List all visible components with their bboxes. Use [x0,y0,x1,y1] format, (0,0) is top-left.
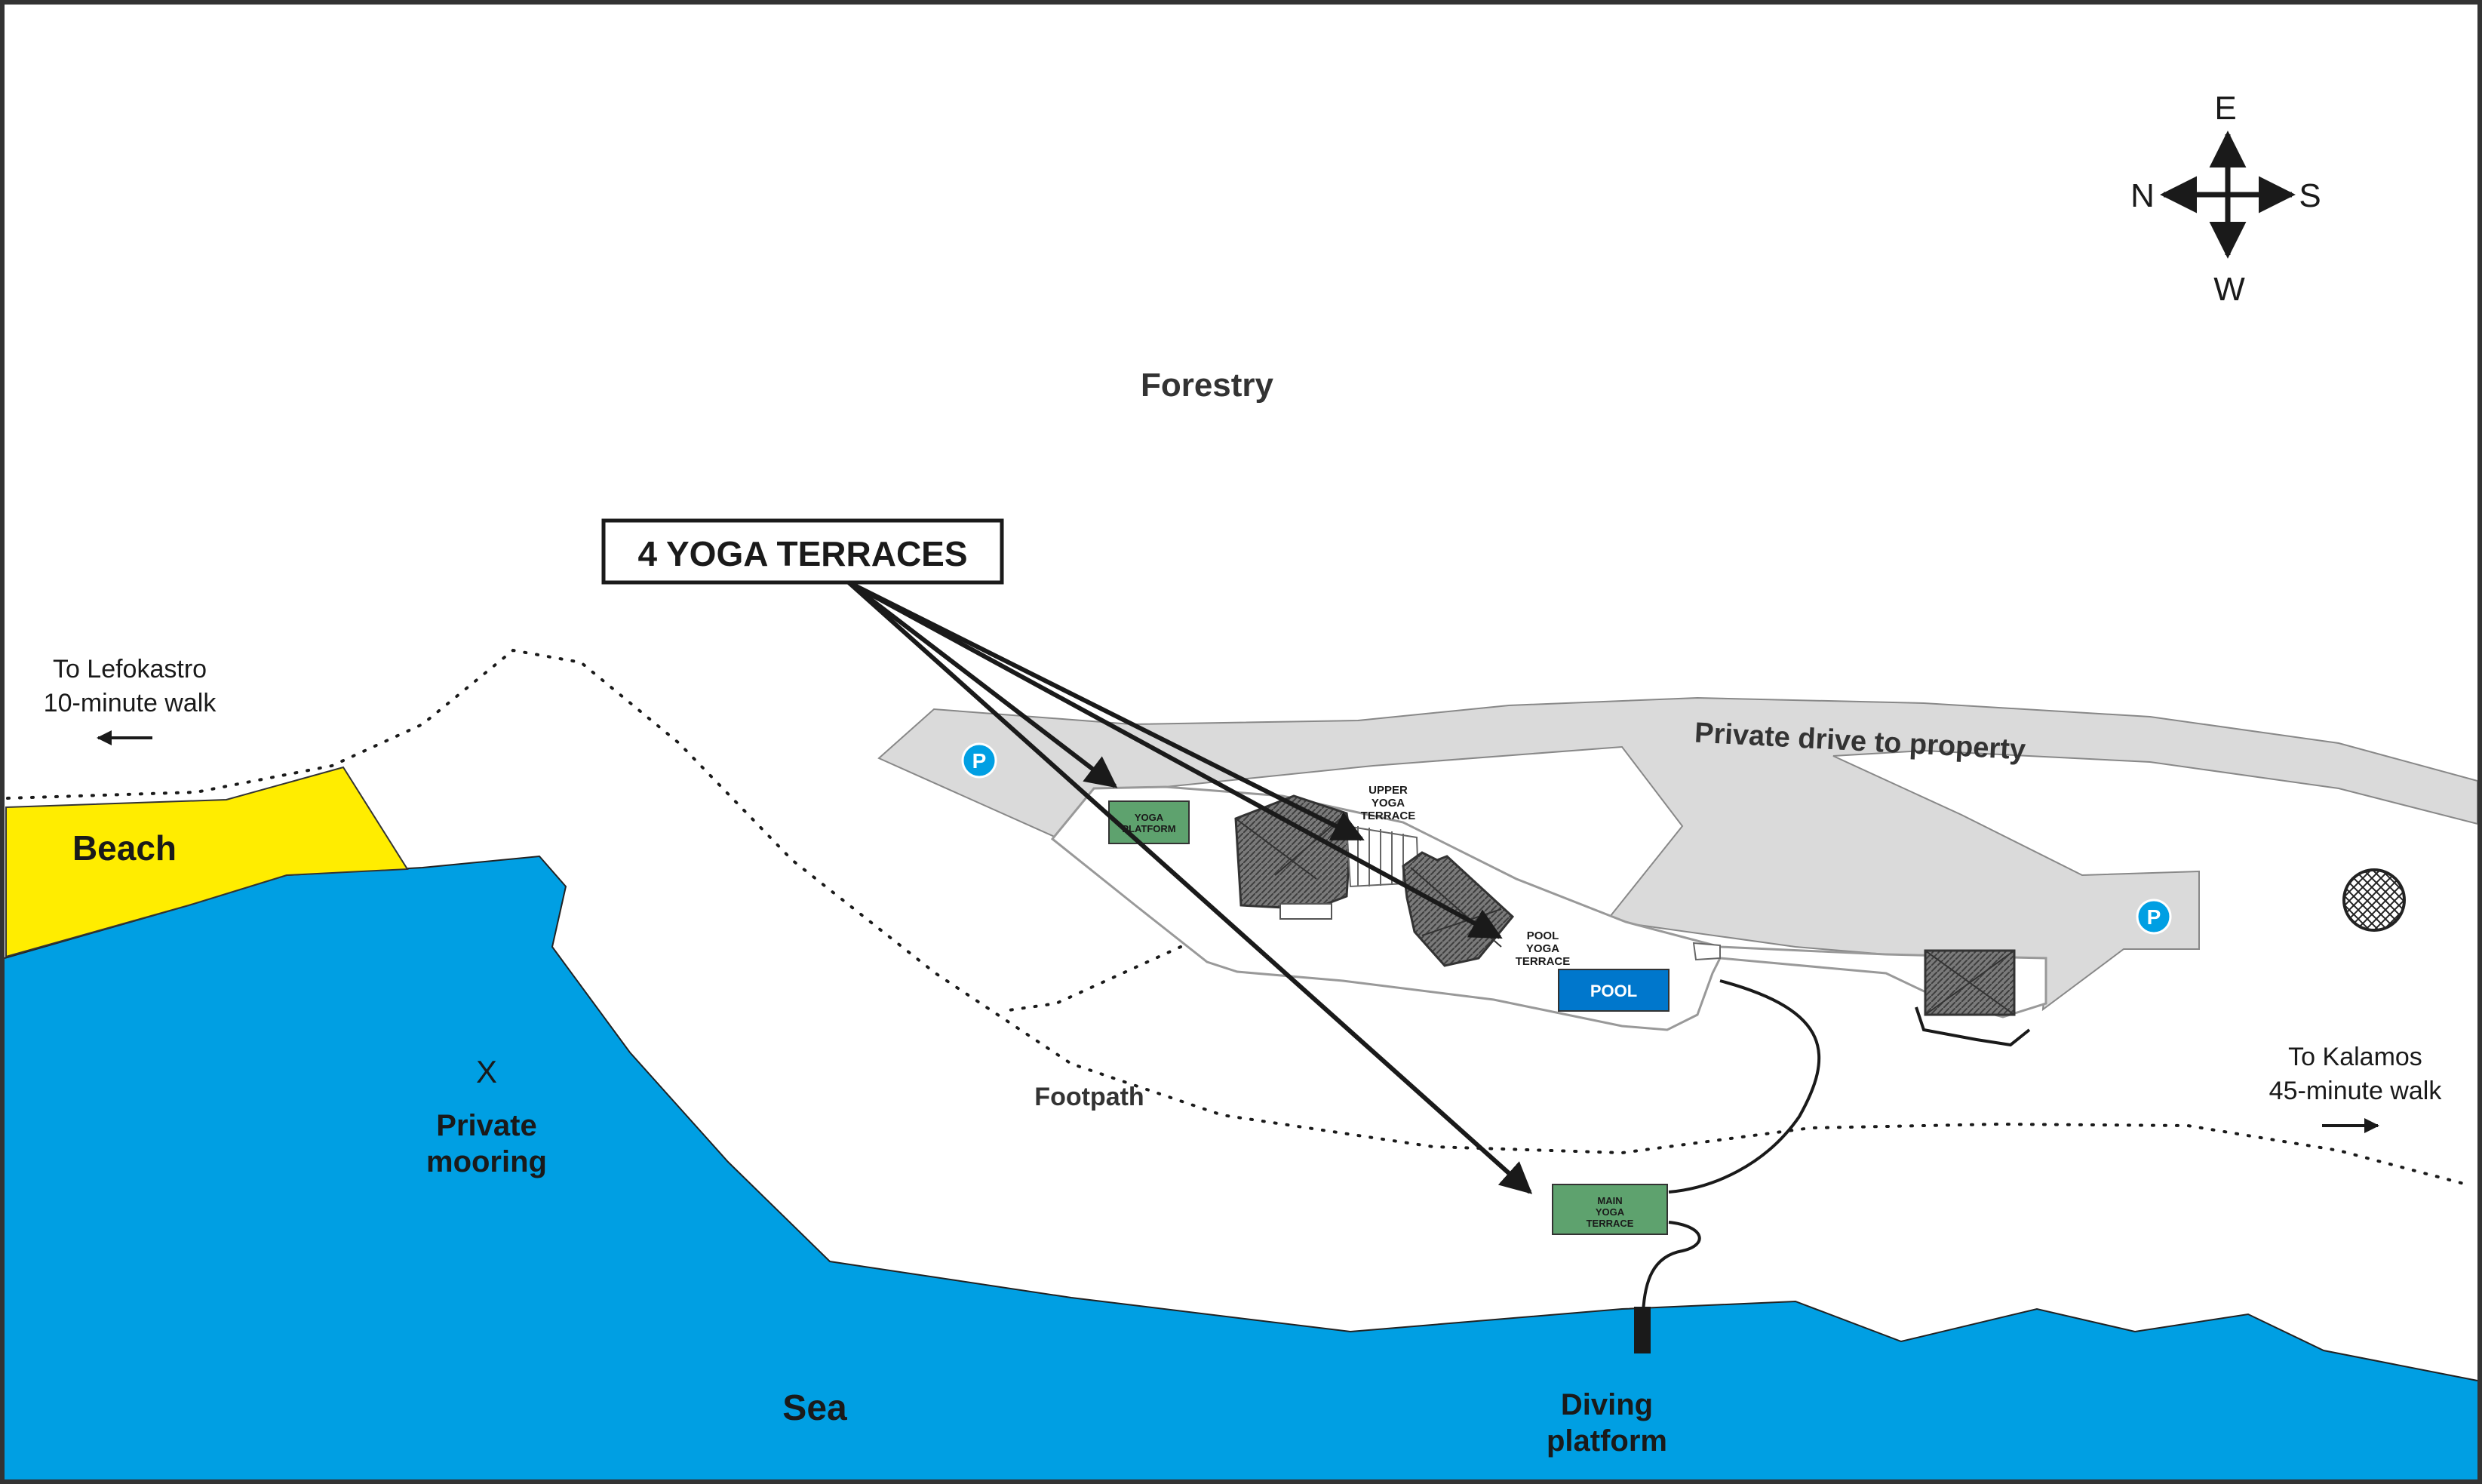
compass-south: S [2299,177,2321,214]
lefokastro-label-2: 10-minute walk [44,689,217,717]
pool-terrace-label-3: TERRACE [1516,955,1571,968]
footpath-lines [6,648,2468,1186]
mooring-label-2: mooring [426,1145,547,1178]
pool [1558,969,1670,1012]
kalamos-label-2: 45-minute walk [2269,1077,2443,1105]
callout-box [601,518,1004,585]
mooring-mark: X [476,1054,497,1089]
sea-area [5,856,2477,1479]
svg-text:P: P [972,749,987,773]
upper-terrace-label-3: TERRACE [1361,810,1416,822]
main-yoga-terrace [1552,1184,1668,1235]
upper-terrace-label-1: UPPER [1368,784,1408,797]
diving-platform [1634,1307,1651,1353]
compass-rose-icon [2160,131,2296,259]
cable-to-terrace [1668,979,1821,1194]
hatched-circle-icon [2342,868,2406,932]
cable-to-diving-platform [1642,1221,1701,1313]
forestry-label: Forestry [1141,367,1274,404]
callout-label: 4 YOGA TERRACES [637,534,967,573]
diving-label-1: Diving [1561,1388,1653,1421]
callout-arrows [846,580,1533,1194]
yoga-platform-label-1: YOGA [1135,812,1164,823]
pool-terrace-label-2: YOGA [1526,942,1559,955]
cottage-roof [1915,949,2031,1047]
main-terrace-label-1: MAIN [1597,1195,1622,1206]
kalamos-label-1: To Kalamos [2288,1043,2422,1071]
parking-icon: P [961,742,997,779]
private-drive [877,696,2478,1012]
yoga-platform-label-2: PLATFORM [1122,823,1175,834]
upper-terrace-label-2: YOGA [1372,797,1405,810]
footpath-label: Footpath [1034,1083,1144,1111]
diving-label-2: platform [1547,1424,1667,1458]
beach-area [5,766,409,958]
sea-label: Sea [782,1388,847,1428]
villa-roof [1234,794,1352,920]
yoga-platform [1108,800,1190,844]
mooring-label-1: Private [436,1109,536,1142]
beach-label: Beach [72,828,177,868]
main-terrace-label-2: YOGA [1596,1206,1625,1218]
pool-terrace-label-1: POOL [1527,929,1559,942]
coastline [4,855,2478,1381]
pool-label: POOL [1590,982,1637,1000]
compass-east: E [2214,90,2236,127]
svg-text:P: P [2147,905,2161,929]
stairs [1345,825,1721,961]
compass-north: N [2130,177,2155,214]
parking-icon: P [2136,899,2172,935]
main-terrace-label-3: TERRACE [1587,1218,1634,1229]
lefokastro-label-1: To Lefokastro [53,655,207,684]
compass-west: W [2213,271,2245,308]
